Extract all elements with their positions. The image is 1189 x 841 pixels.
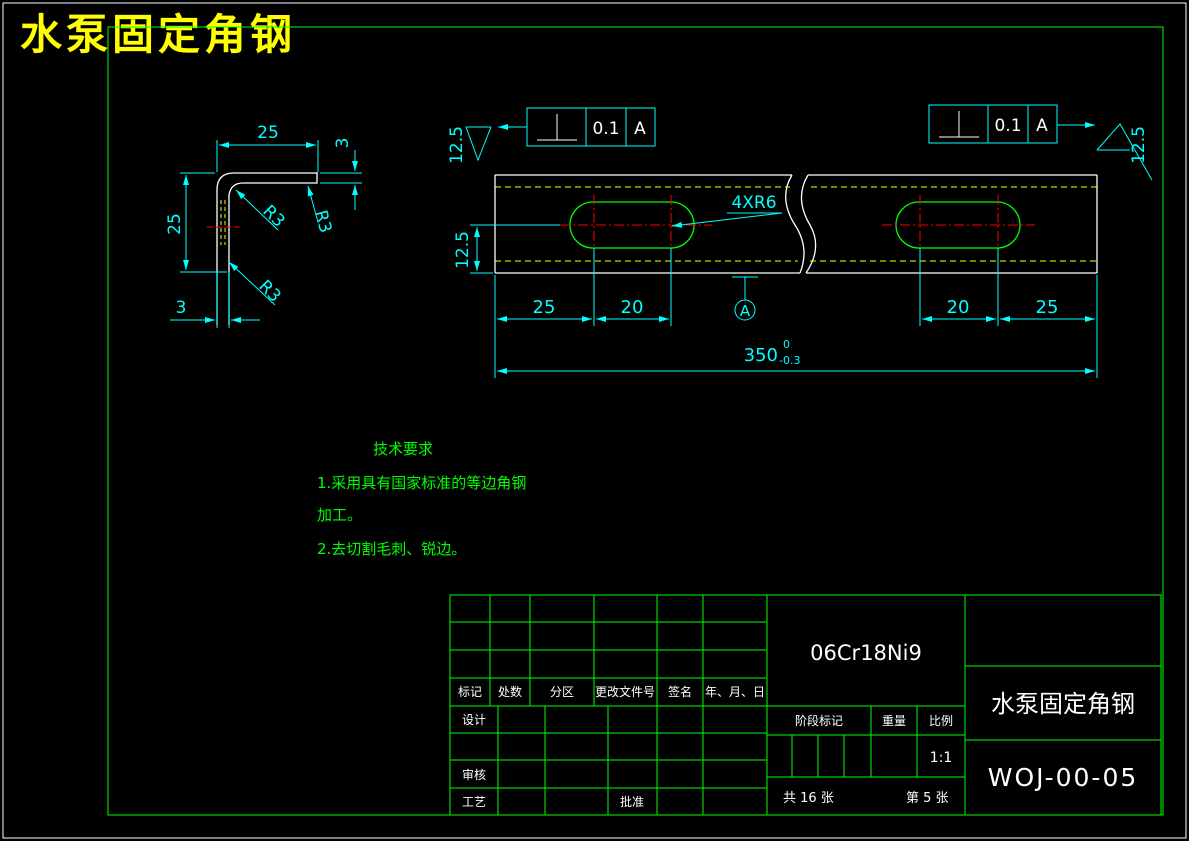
- dim-right-edge: 25: [1036, 297, 1059, 318]
- role-design: 设计: [462, 713, 486, 727]
- profile-hidden-lines: [220, 200, 226, 245]
- angle-profile-outline: [216, 172, 318, 325]
- slot-callout: 4XR6: [731, 193, 776, 213]
- header-signature: 签名: [668, 684, 692, 699]
- part-name: 水泵固定角钢: [991, 690, 1135, 718]
- header-mark: 标记: [458, 685, 482, 699]
- front-dimensions: [470, 212, 1098, 378]
- drawing-number: WOJ-00-05: [988, 763, 1139, 792]
- header-count: 处数: [498, 684, 522, 699]
- dim-total: 350: [744, 345, 778, 366]
- dim-left-edge: 25: [533, 297, 556, 318]
- stage-mark-label: 阶段标记: [795, 713, 843, 728]
- technical-requirements: 技术要求 1.采用具有国家标准的等边角钢 加工。 2.去切割毛刺、锐边。: [317, 440, 526, 558]
- dim-slot-height: 12.5: [453, 231, 473, 269]
- tolerance-frame-left: [498, 107, 656, 147]
- tech-req-line1: 1.采用具有国家标准的等边角钢: [317, 474, 526, 492]
- tolerance-right-datum: A: [1036, 116, 1048, 136]
- title-block-grid: [449, 594, 1162, 816]
- scale-label: 比例: [929, 714, 953, 728]
- profile-dim-thickness-top: 3: [333, 138, 353, 149]
- roughness-right: 12.5: [1129, 126, 1149, 164]
- profile-radius-3: R3: [254, 276, 284, 306]
- front-outline: [494, 174, 1098, 274]
- tolerance-right-value: 0.1: [994, 116, 1021, 136]
- role-approve: 批准: [620, 794, 644, 809]
- datum-label: A: [740, 302, 751, 320]
- sheet-number: 第 5 张: [906, 791, 949, 806]
- front-view: 25 20 20 25 350 0 -0.3 12.5 4XR6 A 12.5 …: [447, 104, 1153, 378]
- profile-dim-width: 25: [257, 123, 279, 143]
- profile-dim-height: 25: [165, 213, 185, 235]
- front-centerlines: [560, 195, 1035, 255]
- roughness-symbol-left: [465, 126, 492, 162]
- scale-value: 1:1: [930, 750, 953, 766]
- dim-right-slot: 20: [947, 297, 970, 318]
- header-date: 年、月、日: [705, 685, 765, 699]
- material: 06Cr18Ni9: [810, 641, 922, 665]
- title-block: 标记 处数 分区 更改文件号 签名 年、月、日 设计 审核 工艺 批准 06Cr…: [449, 594, 1162, 816]
- role-review: 审核: [462, 767, 486, 782]
- profile-view: 25 3 25 3 R3 R3 R3: [165, 123, 362, 328]
- roughness-left: 12.5: [447, 126, 467, 164]
- tolerance-frame-right: [928, 104, 1095, 144]
- weight-label: 重量: [882, 714, 906, 728]
- profile-radius-2: R3: [310, 208, 335, 235]
- tech-req-line2: 加工。: [317, 506, 362, 524]
- front-hidden-lines: [495, 186, 1097, 262]
- profile-dimensions: [170, 140, 362, 328]
- role-process: 工艺: [462, 795, 486, 809]
- dim-total-tol-upper: 0: [783, 338, 790, 351]
- drawing-title: 水泵固定角钢: [20, 10, 297, 59]
- header-zone: 分区: [550, 685, 574, 699]
- tolerance-left-value: 0.1: [592, 119, 619, 139]
- header-change-doc: 更改文件号: [595, 684, 655, 699]
- profile-dim-thickness-left: 3: [176, 298, 187, 318]
- total-sheets: 共 16 张: [783, 791, 834, 806]
- profile-radius-1: R3: [258, 201, 288, 231]
- dim-total-tol-lower: -0.3: [779, 354, 800, 367]
- tolerance-left-datum: A: [634, 119, 646, 139]
- roughness-symbol-right: [1096, 123, 1153, 181]
- dim-left-slot: 20: [621, 297, 644, 318]
- tech-req-heading: 技术要求: [373, 440, 433, 458]
- tech-req-line3: 2.去切割毛刺、锐边。: [317, 540, 466, 558]
